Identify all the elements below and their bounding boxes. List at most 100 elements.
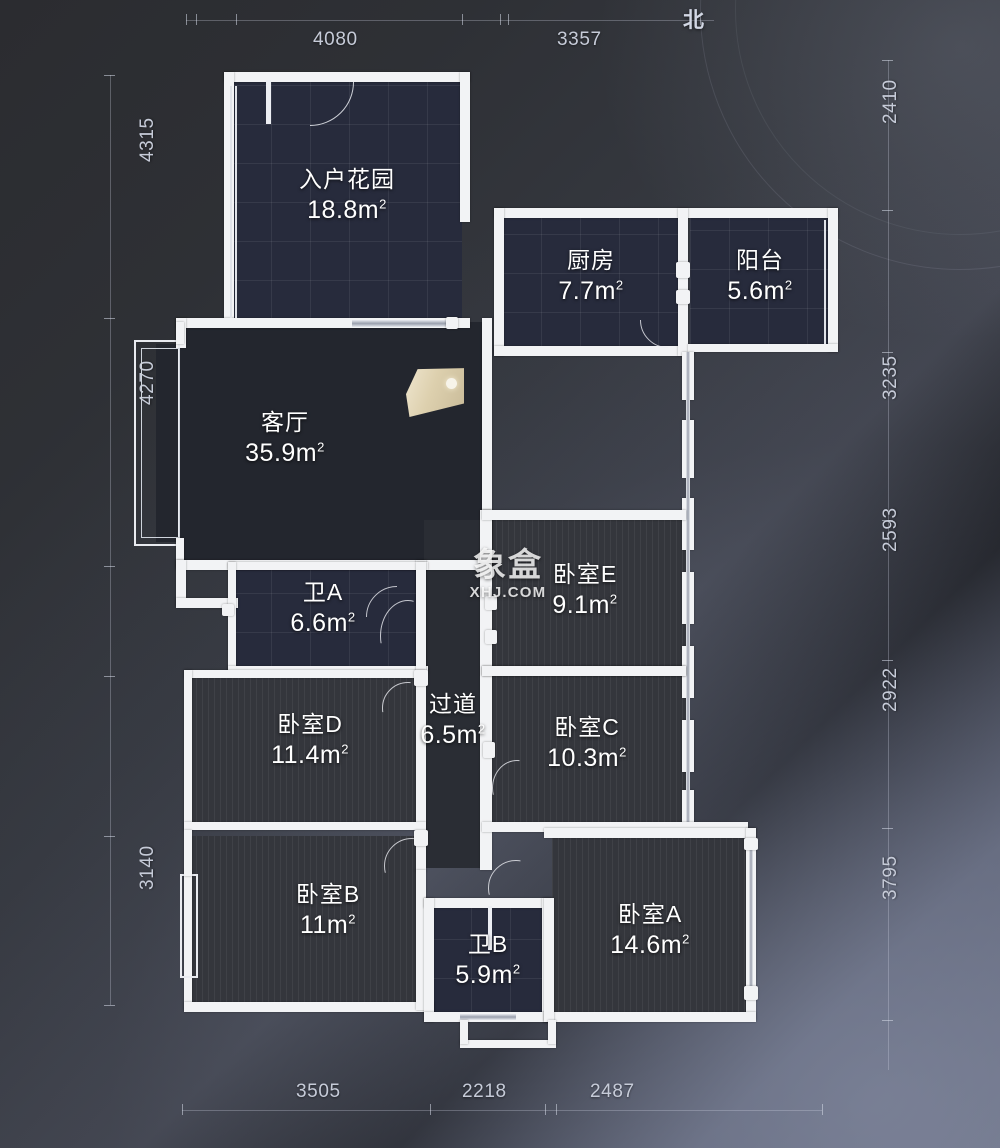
wall-bathA-right — [416, 562, 426, 674]
wall-bathA-top — [228, 562, 428, 570]
lamp-bulb-icon — [446, 378, 457, 389]
wall-bedE-top — [482, 510, 686, 520]
dimension-top-1: 4080 — [313, 29, 358, 50]
dimension-tick — [556, 1104, 557, 1115]
room-fill-bedB — [190, 836, 420, 1006]
dimension-top-2: 3357 — [557, 29, 602, 50]
wall-living-left-lower — [176, 538, 184, 568]
wall-bedC-top — [482, 666, 686, 676]
bay-window-living-inner — [141, 348, 180, 538]
dimension-line-bottom — [182, 1110, 822, 1111]
dimension-tick — [462, 14, 463, 25]
wall-bedD-top — [184, 670, 426, 678]
wall-bottom-ledge-left — [460, 1020, 468, 1044]
door-jamb-kitchen-b — [676, 290, 690, 304]
dimension-tick — [104, 676, 115, 677]
dimension-tick — [104, 566, 115, 567]
wall-living-bottom-step — [176, 560, 186, 606]
room-fill-hall — [424, 520, 486, 868]
wall-bedA-bottom — [544, 1012, 756, 1022]
door-leaf-bathB — [488, 906, 492, 950]
window-garden-bottom — [352, 320, 452, 327]
dimension-tick — [508, 14, 509, 25]
bay-window-bedB — [180, 874, 198, 978]
wall-bedB-top-left — [184, 830, 192, 876]
wall-kitchen-top — [494, 208, 838, 218]
dimension-tick — [882, 520, 893, 521]
wall-bathA-jamb — [222, 604, 234, 616]
dimension-tick — [104, 836, 115, 837]
window-jamb-bedA-b — [744, 986, 758, 1000]
wall-bedA-left — [544, 898, 554, 1022]
wall-bedA-top — [544, 828, 756, 838]
wall-living-step-bottom — [176, 598, 238, 608]
wall-kitchen-left — [494, 208, 504, 356]
room-fill-bedE — [490, 520, 686, 670]
wall-bedC-bottom — [482, 822, 748, 832]
wall-bedD-bottom — [184, 822, 426, 830]
wall-bedD-left — [184, 670, 192, 830]
wall-garden-right — [460, 72, 470, 222]
room-fill-balcony — [690, 216, 830, 348]
dimension-tick — [882, 660, 893, 661]
dimension-tick — [882, 352, 893, 353]
dimension-tick — [196, 14, 197, 25]
wall-bedB-right — [416, 870, 426, 1010]
wall-bathA-left — [228, 562, 236, 674]
window-stop-garden — [446, 317, 458, 329]
window-garden-left-b — [235, 86, 237, 318]
dimension-line-right — [888, 60, 889, 1070]
dimension-tick — [182, 1104, 183, 1115]
door-jamb-bedB — [414, 830, 428, 846]
dimension-tick — [700, 14, 701, 25]
wall-bottom-ledge-right — [548, 1020, 556, 1044]
dimension-tick — [822, 1104, 823, 1115]
dimension-tick — [104, 318, 115, 319]
room-fill-bedC — [490, 676, 686, 828]
wall-living-right — [482, 318, 492, 568]
wall-bottom-ledge — [460, 1040, 556, 1048]
wall-kitchen-bottom — [494, 346, 694, 356]
wall-kitchen-balcony-divider — [678, 208, 688, 356]
dimension-line-left — [110, 75, 111, 1005]
wall-living-left-upper — [176, 322, 184, 344]
compass-north-label: 北 — [683, 9, 704, 32]
dimension-tick — [186, 14, 187, 25]
wall-bedE-door-jamb — [485, 630, 497, 644]
dimension-tick — [882, 210, 893, 211]
window-garden-left-a — [230, 86, 232, 318]
wall-bathB-left — [424, 898, 434, 1022]
wall-bedE-door-jamb2 — [485, 596, 497, 610]
dimension-tick — [882, 60, 893, 61]
door-jamb-kitchen-a — [676, 262, 690, 278]
dimension-line-top — [186, 20, 714, 21]
window-jamb-bedA-a — [744, 838, 758, 850]
dimension-tick — [104, 75, 115, 76]
wall-garden-top — [224, 72, 470, 82]
dimension-tick — [430, 1104, 431, 1115]
window-bathB-bottom — [460, 1014, 516, 1020]
door-jamb-bedC-a — [483, 742, 495, 758]
wall-bedB-bottom — [184, 1002, 434, 1012]
dimension-bottom-2: 2218 — [462, 1081, 507, 1102]
dimension-tick — [236, 14, 237, 25]
wall-corridor-left — [416, 560, 426, 872]
wall-bathB-top — [424, 898, 552, 908]
wall-garden-left — [224, 72, 234, 324]
dimension-bottom-1: 3505 — [296, 1081, 341, 1102]
wall-balcony-right — [828, 208, 838, 352]
room-fill-bedA — [552, 836, 748, 1018]
dimension-bottom-3: 2487 — [590, 1081, 635, 1102]
wall-bedB-left — [184, 870, 192, 1010]
room-fill-living-notch — [156, 344, 180, 542]
window-bedA-right — [749, 848, 753, 1000]
room-fill-bedD — [190, 676, 420, 828]
door-jamb-bedD — [414, 670, 428, 686]
wall-balcony-bottom — [688, 344, 838, 352]
window-right-exterior — [686, 352, 690, 836]
wall-corridor-right — [480, 510, 492, 870]
wall-garden-bottom — [176, 318, 470, 328]
window-balcony-right — [824, 220, 826, 344]
